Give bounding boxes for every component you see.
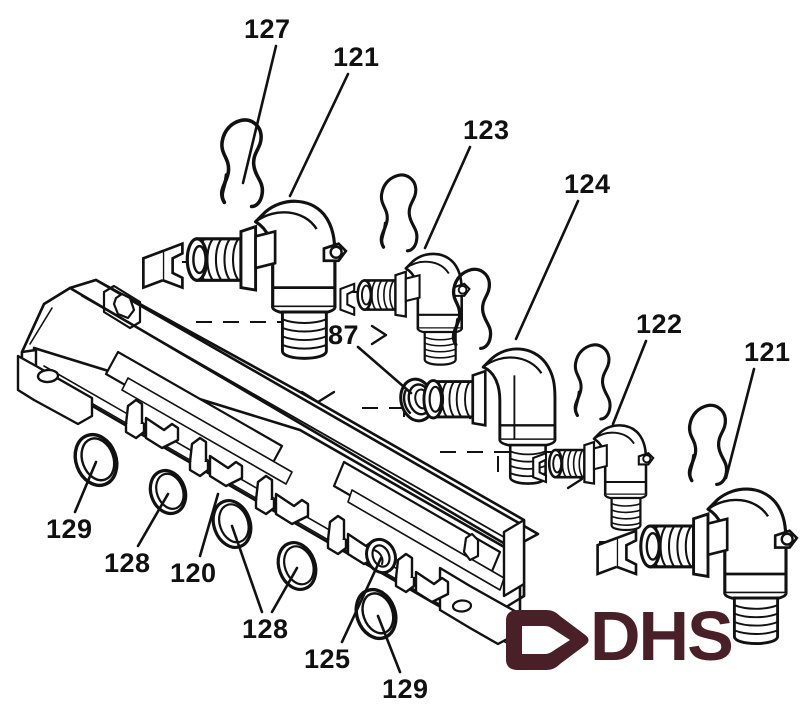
callout-128-left: 128 — [104, 548, 151, 578]
callout-123: 123 — [463, 115, 510, 145]
leader-128b-2 — [270, 566, 299, 614]
leader-121a — [288, 72, 350, 198]
callout-125: 125 — [304, 644, 351, 674]
hairpin-clip-121-right — [687, 403, 729, 487]
leader-87 — [356, 345, 413, 395]
leader-122 — [611, 339, 648, 426]
leader-129b — [376, 614, 402, 674]
leader-123 — [423, 145, 472, 250]
dhs-logo-text: DHS — [590, 597, 734, 675]
callout-124: 124 — [564, 169, 611, 199]
elbow-fitting-121-bottom-right — [596, 487, 799, 646]
o-rings — [73, 432, 398, 641]
elbow-fitting-121-top-left — [142, 199, 348, 360]
callout-87: 87 — [328, 320, 360, 350]
callout-120: 120 — [170, 558, 217, 588]
elbow-fitting-123 — [339, 252, 471, 366]
hairpin-clip-122 — [573, 343, 612, 421]
leader-127 — [241, 44, 278, 185]
callout-121-top-left: 121 — [333, 42, 380, 72]
callout-129-left: 129 — [46, 514, 93, 544]
leader-128a — [136, 492, 170, 548]
leader-120 — [198, 492, 220, 558]
leader-124 — [514, 199, 580, 341]
callout-121-bottom-right: 121 — [744, 337, 791, 367]
callout-127: 127 — [244, 14, 291, 44]
fuel-rail-body-art — [16, 278, 540, 647]
callout-122: 122 — [636, 309, 683, 339]
callout-129-bottom: 129 — [382, 674, 429, 704]
callout-leader-lines — [73, 44, 756, 674]
hairpin-clip-123 — [379, 173, 419, 253]
callout-128-pair: 128 — [242, 614, 289, 644]
leader-129a — [73, 460, 98, 514]
leader-125 — [340, 556, 383, 644]
elbow-fitting-124 — [422, 347, 557, 485]
arrow-right-outline-icon — [506, 610, 589, 670]
leader-128b-1 — [230, 524, 264, 614]
dhs-logo: DHS — [498, 597, 778, 676]
elbow-fitting-122 — [532, 424, 655, 532]
leader-121b — [724, 367, 756, 480]
